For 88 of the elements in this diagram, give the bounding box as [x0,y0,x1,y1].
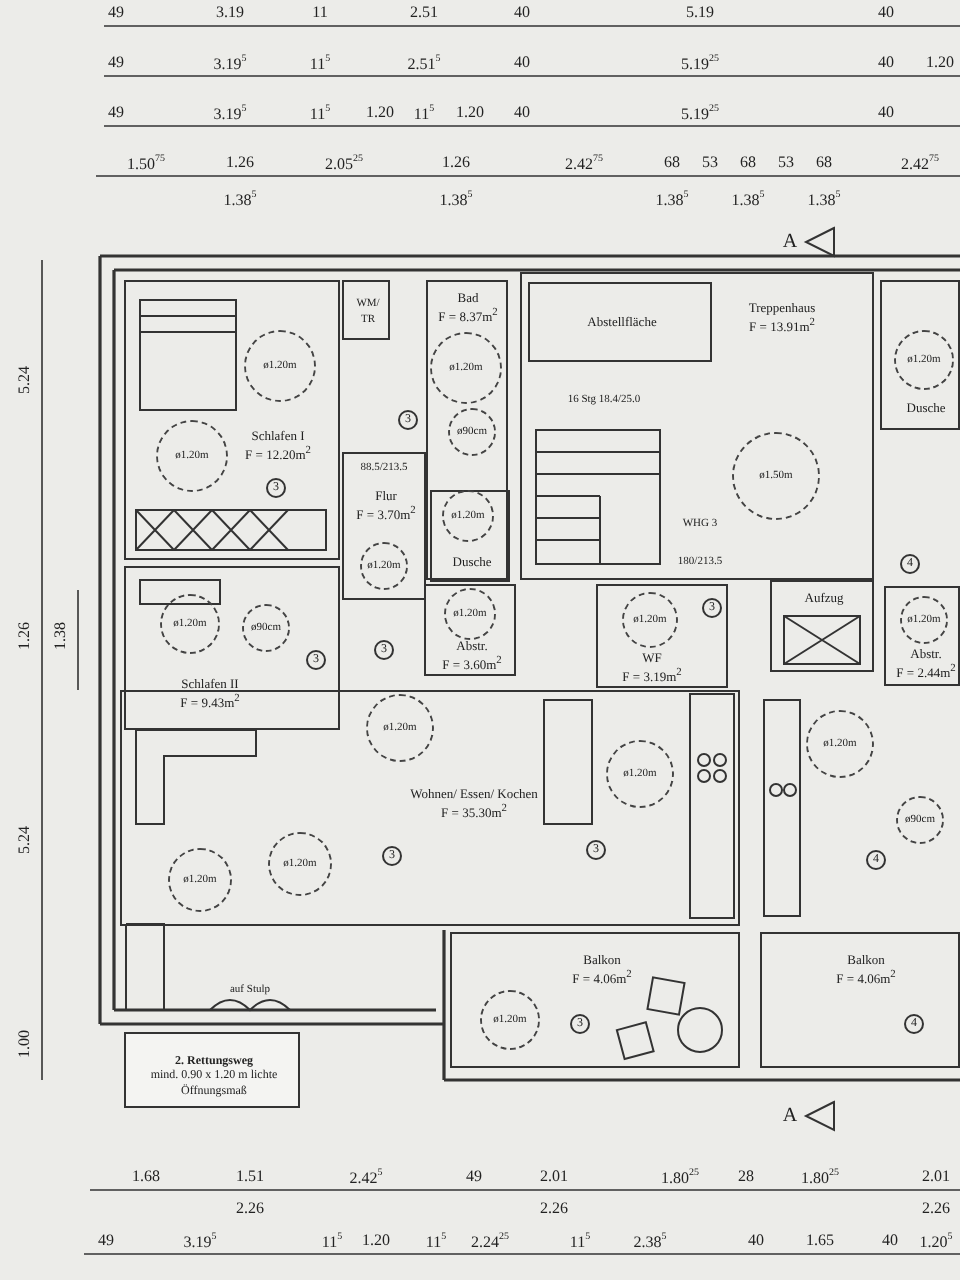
dimension-text: 1.20 [926,53,954,71]
dimension-text: 11 [312,3,328,21]
room-outline [596,584,728,688]
dimension-text: 49 [466,1167,482,1185]
dimension-text: 1.20 [366,103,394,121]
dimension-text: 1.50$^{75}$ [127,152,165,173]
dimension-text: 1.38$^{5}$ [731,188,765,209]
dimension-text: 68 [816,153,832,171]
dimension-text: 49 [108,103,124,121]
dimension-text: 68 [664,153,680,171]
dimension-text: 1.51 [236,1167,264,1185]
dimension-text: 11$^{5}$ [569,1230,591,1251]
dimension-text: 2.01 [922,1167,950,1185]
room-outline [770,580,874,672]
dimension-text: 11$^{5}$ [321,1230,343,1251]
dimension-text: 1.38$^{5}$ [655,188,689,209]
dimension-text: 5.19$^{25}$ [681,52,719,73]
dimension-text: 2.51 [410,3,438,21]
dimension-text: 1.26 [442,153,470,171]
room-outline [124,280,340,560]
dimension-text: 2.26 [236,1199,264,1217]
dimension-text: 49 [98,1231,114,1249]
dimension-text: 2.26 [922,1199,950,1217]
dimension-text: 2.42$^{75}$ [565,152,603,173]
dimension-text: 2.42$^{5}$ [349,1166,383,1187]
note-box [124,1032,300,1108]
room-outline [342,452,426,600]
dimension-text: 40 [514,103,530,121]
dimension-text: 1.38 [51,622,69,650]
dimension-text: 1.26 [15,622,33,650]
dimension-text: 49 [108,3,124,21]
dimension-text: 1.20 [362,1231,390,1249]
dimension-text: 53 [778,153,794,171]
dimension-text: 28 [738,1167,754,1185]
room-outline [342,280,390,340]
dimension-text: 5.19 [686,3,714,21]
dimension-text: 40 [514,53,530,71]
dimension-text: 5.24 [15,826,33,854]
dimension-text: 3.19$^{5}$ [183,1230,217,1251]
dimension-text: 40 [878,3,894,21]
dimension-text: 1.38$^{5}$ [223,188,257,209]
dimension-text: 11$^{5}$ [413,102,435,123]
dimension-text: 1.68 [132,1167,160,1185]
dimension-text: 11$^{5}$ [425,1230,447,1251]
dimension-text: 49 [108,53,124,71]
dimension-text: 3.19$^{5}$ [213,52,247,73]
dimension-text: 53 [702,153,718,171]
room-outline [880,280,960,430]
room-outline [120,690,740,926]
dimension-text: 1.26 [226,153,254,171]
dimension-text: 40 [878,53,894,71]
dimension-text: 40 [514,3,530,21]
dimension-text: 3.19$^{5}$ [213,102,247,123]
room-outline [430,490,510,582]
room-outline [520,272,874,580]
dimension-text: 1.00 [15,1030,33,1058]
section-label: A [782,1107,798,1125]
room-outline [426,280,508,580]
dimension-text: 40 [882,1231,898,1249]
dimension-text: 1.65 [806,1231,834,1249]
dimension-text: 2.26 [540,1199,568,1217]
dimension-text: 1.80$^{25}$ [801,1166,839,1187]
dimension-text: 40 [748,1231,764,1249]
dimension-text: 1.38$^{5}$ [439,188,473,209]
dimension-text: 68 [740,153,756,171]
dimension-text: 3.19 [216,3,244,21]
dimension-text: 1.38$^{5}$ [807,188,841,209]
dimension-text: 1.20 [456,103,484,121]
room-outline [124,566,340,730]
dimension-text: 2.42$^{75}$ [901,152,939,173]
dimension-text: 2.05$^{25}$ [325,152,363,173]
room-outline [450,932,740,1068]
section-label: A [782,233,798,251]
dimension-text: 2.24$^{25}$ [471,1230,509,1251]
room-outline [528,282,712,362]
dimension-text: 11$^{5}$ [309,102,331,123]
room-outline [760,932,960,1068]
dimension-text: 11$^{5}$ [309,52,331,73]
dimension-text: 5.19$^{25}$ [681,102,719,123]
room-outline [884,586,960,686]
dimension-text: 2.51$^{5}$ [407,52,441,73]
room-outline [424,584,516,676]
dimension-text: 40 [878,103,894,121]
dimension-text: 2.01 [540,1167,568,1185]
dimension-text: 1.20$^{5}$ [919,1230,953,1251]
dimension-text: 5.24 [15,366,33,394]
dimension-text: 2.38$^{5}$ [633,1230,667,1251]
dimension-text: 1.80$^{25}$ [661,1166,699,1187]
